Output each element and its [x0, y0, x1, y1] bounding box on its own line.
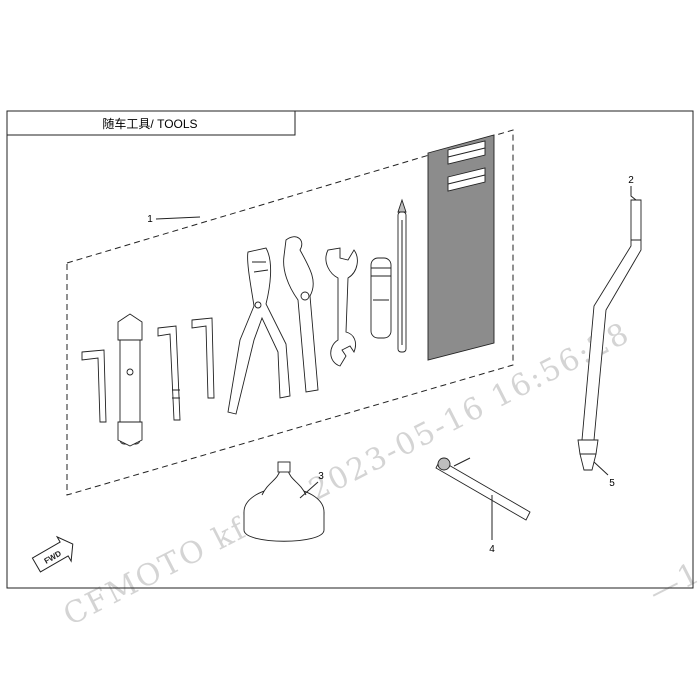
tire-pressure-gauge	[435, 457, 531, 521]
forward-direction-icon: FWD	[31, 535, 74, 573]
pliers	[227, 247, 291, 415]
title-box: 随车工具/ TOOLS	[7, 111, 296, 136]
svg-text:1: 1	[147, 214, 153, 225]
hex-key-medium	[157, 325, 181, 421]
svg-text:3: 3	[318, 471, 324, 482]
svg-text:2: 2	[628, 175, 634, 186]
watermark-text: CFMOTO kf-jad 2023-05-16 16:56:28	[58, 316, 636, 634]
screwdriver	[397, 198, 407, 353]
hex-key-small	[81, 349, 107, 423]
hook-spanner	[283, 236, 319, 393]
watermark: CFMOTO kf-jad 2023-05-16 16:56:28	[58, 316, 636, 634]
watermark-fragment: —1	[643, 555, 700, 610]
funnel	[243, 461, 325, 542]
svg-text:4: 4	[489, 544, 495, 555]
hose-valve	[577, 439, 599, 471]
callout-4: 4	[489, 495, 495, 555]
screwdriver-handle	[370, 257, 392, 339]
diagram-frame	[6, 110, 694, 589]
callout-1: 1	[147, 214, 201, 225]
open-end-wrench	[325, 247, 358, 367]
svg-text:5: 5	[609, 478, 615, 489]
box-spanner	[117, 313, 143, 447]
hex-key-large	[191, 317, 215, 399]
callout-3: 3	[299, 471, 324, 499]
tool-kit-panel	[66, 129, 514, 496]
diagram-title: 随车工具/ TOOLS	[102, 116, 197, 131]
callout-2: 2	[628, 175, 637, 201]
tool-bag	[427, 134, 495, 361]
callout-5: 5	[593, 461, 615, 489]
